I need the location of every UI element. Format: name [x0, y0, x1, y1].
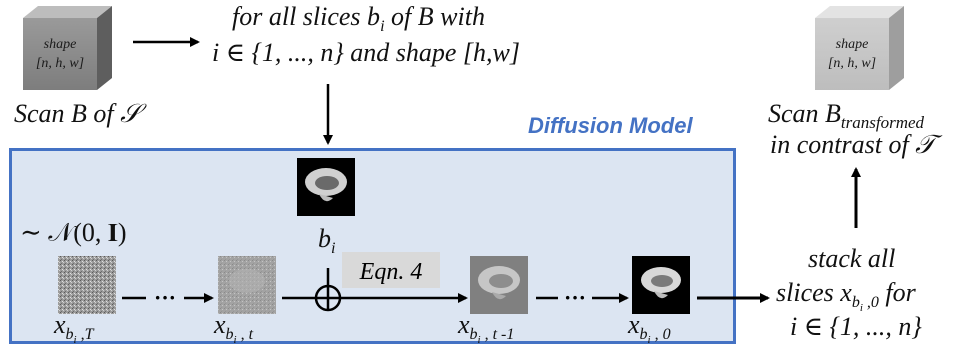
scan-transformed-label-2: in contrast of 𝒯: [770, 130, 936, 159]
slices-text-line1: for all slices bi of B with: [232, 2, 485, 36]
stack-text-line1: stack all: [808, 244, 896, 273]
dots-1: ···: [154, 285, 176, 310]
label-xt-minus-1: xbi , t -1: [458, 310, 515, 347]
condition-image-bi: [297, 158, 355, 216]
noise-prior-label: ∼ 𝒩(0, 𝐈): [20, 218, 127, 247]
target-contrast-symbol: 𝒯: [915, 130, 936, 159]
target-cube-label-1: shape: [836, 37, 869, 52]
label-xt: xbi , t: [214, 310, 254, 347]
add-operator-icon: [314, 284, 342, 312]
scan-transformed-label-1: Scan Btransformed: [768, 99, 925, 133]
noise-image-xT: [58, 256, 116, 314]
eqn-label-box: [342, 252, 440, 288]
dots-2: ···: [564, 285, 586, 310]
source-cube-label-1: shape: [44, 37, 77, 52]
eqn-label: Eqn. 4: [359, 259, 423, 285]
stack-text-line3: i ∈ {1, ..., n}: [790, 312, 922, 341]
final-image-x0: [632, 256, 690, 314]
diffusion-model-box: [9, 148, 736, 344]
diffusion-model-title: Diffusion Model: [528, 113, 693, 138]
source-contrast-symbol: 𝒮: [120, 99, 141, 128]
source-scan-cube: shape [n, h, w]: [23, 6, 112, 90]
denoised-image-xt-1: [470, 256, 528, 314]
stack-text-line2: slices xbi ,0 for: [776, 278, 916, 315]
source-cube-label-2: [n, h, w]: [36, 56, 84, 71]
label-xT: xbi ,T: [54, 310, 94, 347]
label-x0: xbi , 0: [628, 310, 671, 347]
target-cube-label-2: [n, h, w]: [828, 56, 876, 71]
scan-source-label: Scan B of 𝒮: [14, 99, 141, 128]
noisy-image-xt: [218, 256, 276, 314]
condition-label: bi: [318, 224, 336, 258]
slices-text-line2: i ∈ {1, ..., n} and shape [h,w]: [212, 38, 521, 67]
target-scan-cube: shape [n, h, w]: [815, 6, 904, 90]
